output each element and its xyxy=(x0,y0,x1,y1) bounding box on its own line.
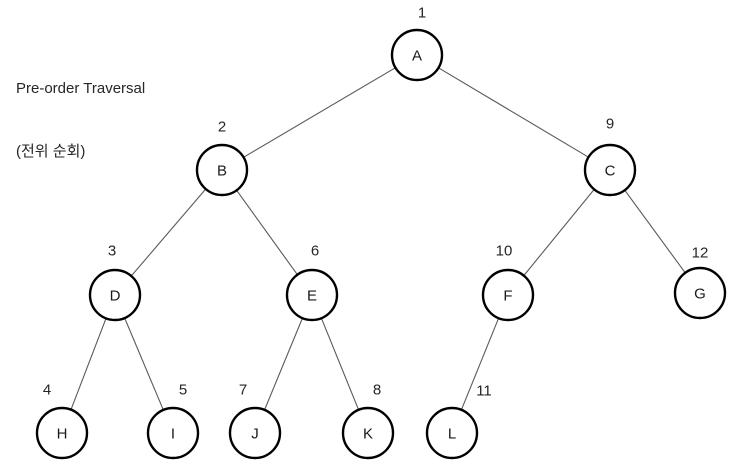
node-circle-h xyxy=(35,406,89,460)
tree-node-a[interactable]: A1 xyxy=(390,5,444,82)
node-label-g: G xyxy=(694,286,706,303)
tree-node-h[interactable]: H4 xyxy=(35,382,89,460)
node-circle-j xyxy=(228,406,282,460)
node-label-e: E xyxy=(307,288,317,305)
node-label-l: L xyxy=(448,426,456,443)
node-circle-i xyxy=(146,406,200,460)
tree-edges xyxy=(70,67,686,411)
node-circle-l xyxy=(425,406,479,460)
node-label-j: J xyxy=(251,426,259,443)
tree-node-i[interactable]: I5 xyxy=(146,382,200,460)
tree-node-c[interactable]: C9 xyxy=(583,116,637,197)
node-circle-c xyxy=(583,143,637,197)
visit-order-label-h: 4 xyxy=(43,382,51,399)
visit-order-label-e: 6 xyxy=(311,243,319,260)
visit-order-label-l: 11 xyxy=(476,383,492,400)
visit-order-label-f: 10 xyxy=(496,243,513,260)
tree-edge-d-h xyxy=(70,318,107,410)
node-label-h: H xyxy=(57,426,68,443)
visit-order-label-k: 8 xyxy=(373,382,381,399)
node-label-k: K xyxy=(363,426,373,443)
visit-order-label-a: 1 xyxy=(418,5,426,22)
node-circle-f xyxy=(481,268,535,322)
visit-order-label-g: 12 xyxy=(692,245,709,262)
tree-edge-b-e xyxy=(236,189,298,276)
tree-edge-e-j xyxy=(264,317,303,411)
node-circle-k xyxy=(341,406,395,460)
tree-edge-a-b xyxy=(243,67,396,158)
visit-order-label-d: 3 xyxy=(108,243,116,260)
tree-node-l[interactable]: L 11 xyxy=(425,383,492,460)
tree-node-e[interactable]: E6 xyxy=(285,243,339,322)
visit-order-label-b: 2 xyxy=(218,119,226,136)
tree-edge-e-k xyxy=(320,317,360,411)
tree-edge-a-c xyxy=(438,67,589,158)
tree-node-g[interactable]: G 12 xyxy=(673,245,727,320)
node-circle-e xyxy=(285,268,339,322)
tree-edge-b-d xyxy=(130,188,207,277)
diagram-title-line-ko: (전위 순회) xyxy=(16,143,86,160)
node-label-f: F xyxy=(503,288,512,305)
tree-node-j[interactable]: J7 xyxy=(228,382,282,460)
visit-order-label-c: 9 xyxy=(606,116,614,133)
node-label-a: A xyxy=(412,48,422,65)
node-circle-a xyxy=(390,28,444,82)
diagram-title-line-en: Pre-order Traversal xyxy=(16,80,146,97)
node-label-b: B xyxy=(217,163,227,180)
visit-order-label-i: 5 xyxy=(179,382,187,399)
node-label-i: I xyxy=(171,426,175,443)
diagram-title: Pre-order Traversal (전위 순회) xyxy=(16,36,145,183)
visit-order-label-j: 7 xyxy=(239,382,247,399)
node-label-d: D xyxy=(110,288,121,305)
tree-node-b[interactable]: B2 xyxy=(195,119,249,197)
node-circle-g xyxy=(673,266,727,320)
tree-node-k[interactable]: K8 xyxy=(341,382,395,460)
tree-edge-c-f xyxy=(523,189,595,276)
tree-edge-c-g xyxy=(624,189,686,274)
tree-edge-d-i xyxy=(124,317,164,411)
tree-node-d[interactable]: D3 xyxy=(88,243,142,322)
node-label-c: C xyxy=(605,163,616,180)
tree-node-f[interactable]: F 10 xyxy=(481,243,535,322)
node-circle-d xyxy=(88,268,142,322)
node-circle-b xyxy=(195,143,249,197)
tree-edge-f-l xyxy=(460,317,500,411)
